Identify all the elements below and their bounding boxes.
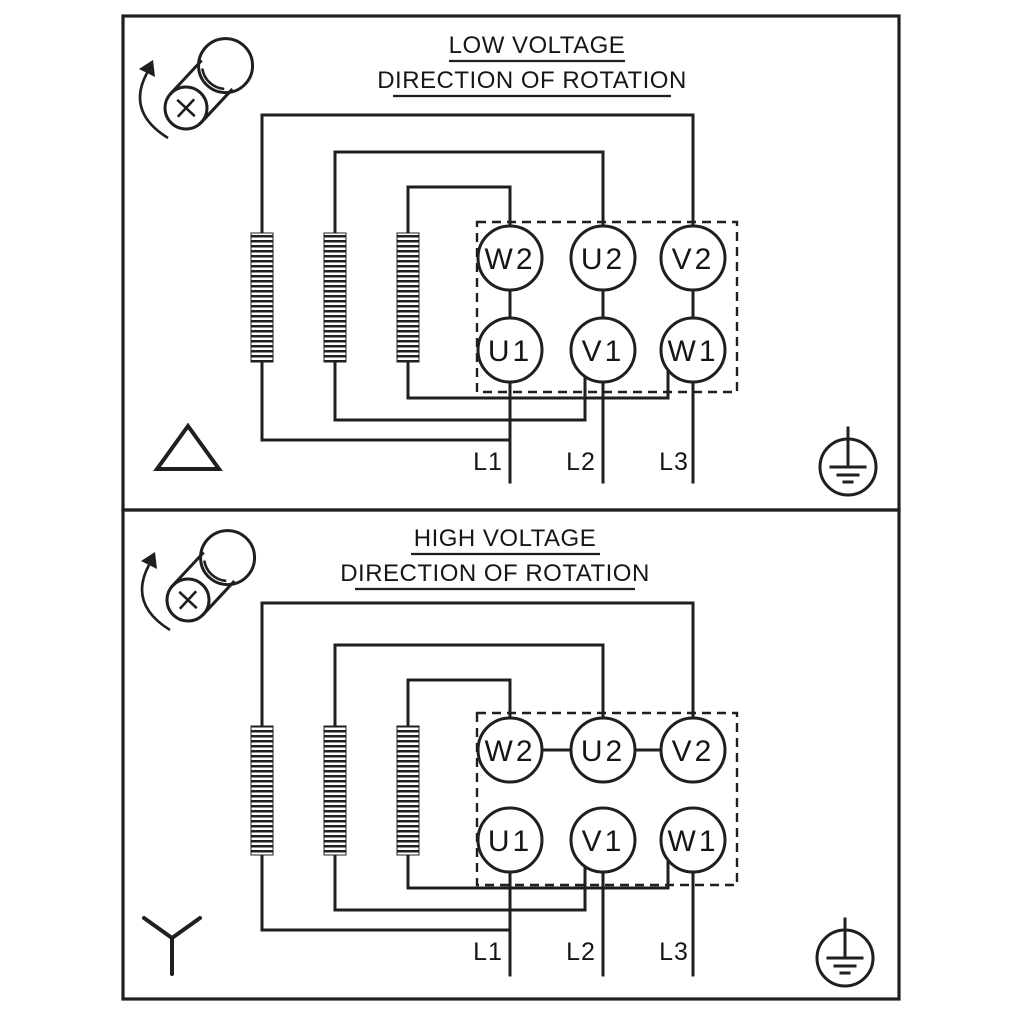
terminal-label: W1 [668,825,719,858]
terminal-circle [659,316,727,384]
winding-coil-2 [323,725,347,856]
winding-coil-3 [396,232,420,363]
terminal-u2-low: U2 [569,224,637,292]
terminal-v2-low: V2 [659,224,727,292]
terminal-w1-high: W1 [659,806,727,874]
terminal-circle [659,716,727,784]
panel-high-voltage: HIGH VOLTAGE DIRECTION OF ROTATION W2 U2… [121,508,901,1001]
terminal-u1-high: U1 [476,806,544,874]
supply-line-label-l2-high: L2 [566,938,596,966]
terminal-u1-low: U1 [476,316,544,384]
terminal-label: V1 [582,335,625,368]
panel-subtitle-low: DIRECTION OF ROTATION [377,67,687,94]
panel-subtitle-high: DIRECTION OF ROTATION [340,560,650,587]
terminal-label: U1 [488,335,532,368]
panel-title-low: LOW VOLTAGE [449,32,626,59]
supply-line-label-l2-low: L2 [566,448,596,476]
panel-border-high [121,508,901,1001]
supply-line-label-l1-low: L1 [473,448,503,476]
supply-line-label-l1-high: L1 [473,938,503,966]
terminal-circle [476,316,544,384]
terminal-circle [476,224,544,292]
wiring-lines-high [260,601,695,977]
terminal-v1-high: V1 [569,806,637,874]
terminal-label: U2 [581,243,625,276]
terminal-circle [569,224,637,292]
panel-title-high: HIGH VOLTAGE [414,525,596,552]
winding-coil-1 [250,232,274,363]
terminal-circle [569,716,637,784]
supply-line-label-l3-low: L3 [659,448,689,476]
terminal-label: W1 [668,335,719,368]
panel-low-voltage: LOW VOLTAGE DIRECTION OF ROTATION W2 U2 … [121,14,901,512]
winding-coil-2 [323,232,347,363]
terminal-w2-high: W2 [476,716,544,784]
terminal-circle [569,316,637,384]
winding-coil-3 [396,725,420,856]
terminal-label: V1 [582,825,625,858]
terminal-circle [659,806,727,874]
terminal-circle [659,224,727,292]
terminal-block-outline-low [475,220,739,394]
terminal-block-outline-high [475,711,739,887]
terminal-circle [476,716,544,784]
terminal-v2-high: V2 [659,716,727,784]
supply-line-label-l3-high: L3 [659,938,689,966]
terminal-label: U1 [488,825,532,858]
terminal-u2-high: U2 [569,716,637,784]
terminal-circle [476,806,544,874]
delta-connection-icon [153,422,223,471]
wiring-lines-low [260,113,695,484]
winding-coil-1 [250,725,274,856]
terminal-label: V2 [672,243,715,276]
terminal-label: W2 [485,243,536,276]
terminal-w1-low: W1 [659,316,727,384]
terminal-label: U2 [581,735,625,768]
terminal-w2-low: W2 [476,224,544,292]
star-connection-icon [142,916,202,976]
terminal-label: W2 [485,735,536,768]
terminal-v1-low: V1 [569,316,637,384]
terminal-label: V2 [672,735,715,768]
terminal-circle [569,806,637,874]
